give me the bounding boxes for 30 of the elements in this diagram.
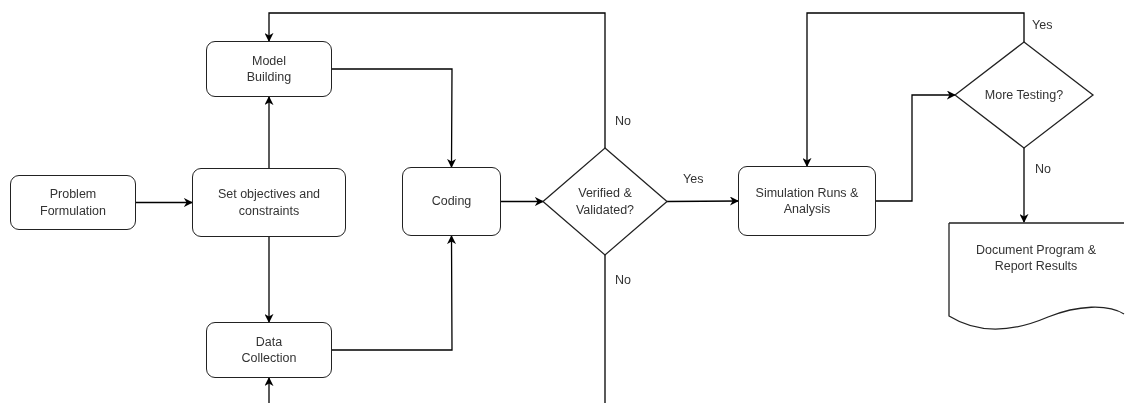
node-label: Set objectives and constraints	[216, 186, 322, 219]
arrow	[264, 12, 606, 149]
arrow	[875, 90, 956, 202]
node-label: More Testing?	[984, 86, 1064, 104]
node-label: Verified & Validated?	[574, 185, 636, 218]
node-label: Coding	[431, 193, 472, 210]
arrow	[264, 96, 274, 169]
process-box	[192, 168, 346, 237]
decision-diamond	[543, 148, 667, 255]
arrow	[264, 236, 274, 323]
process-box	[206, 41, 332, 97]
arrow	[666, 196, 739, 206]
arrow	[500, 197, 544, 206]
node-label: Problem Formulation	[39, 186, 107, 219]
arrow	[135, 198, 193, 207]
arrow	[331, 235, 457, 351]
node-label: Data Collection	[240, 333, 298, 367]
node-label: Model Building	[245, 52, 293, 86]
node-label: Document Program & Report Results	[974, 242, 1098, 275]
arrow	[1019, 147, 1029, 223]
node-label: Simulation Runs & Analysis	[754, 184, 860, 218]
arrow	[331, 68, 457, 168]
arrow	[264, 377, 274, 403]
process-box	[206, 322, 332, 378]
arrow	[802, 12, 1025, 167]
process-box	[402, 167, 501, 236]
process-box	[10, 175, 136, 230]
document-shape	[948, 222, 1124, 332]
decision-diamond	[955, 42, 1093, 148]
process-box	[738, 166, 876, 236]
